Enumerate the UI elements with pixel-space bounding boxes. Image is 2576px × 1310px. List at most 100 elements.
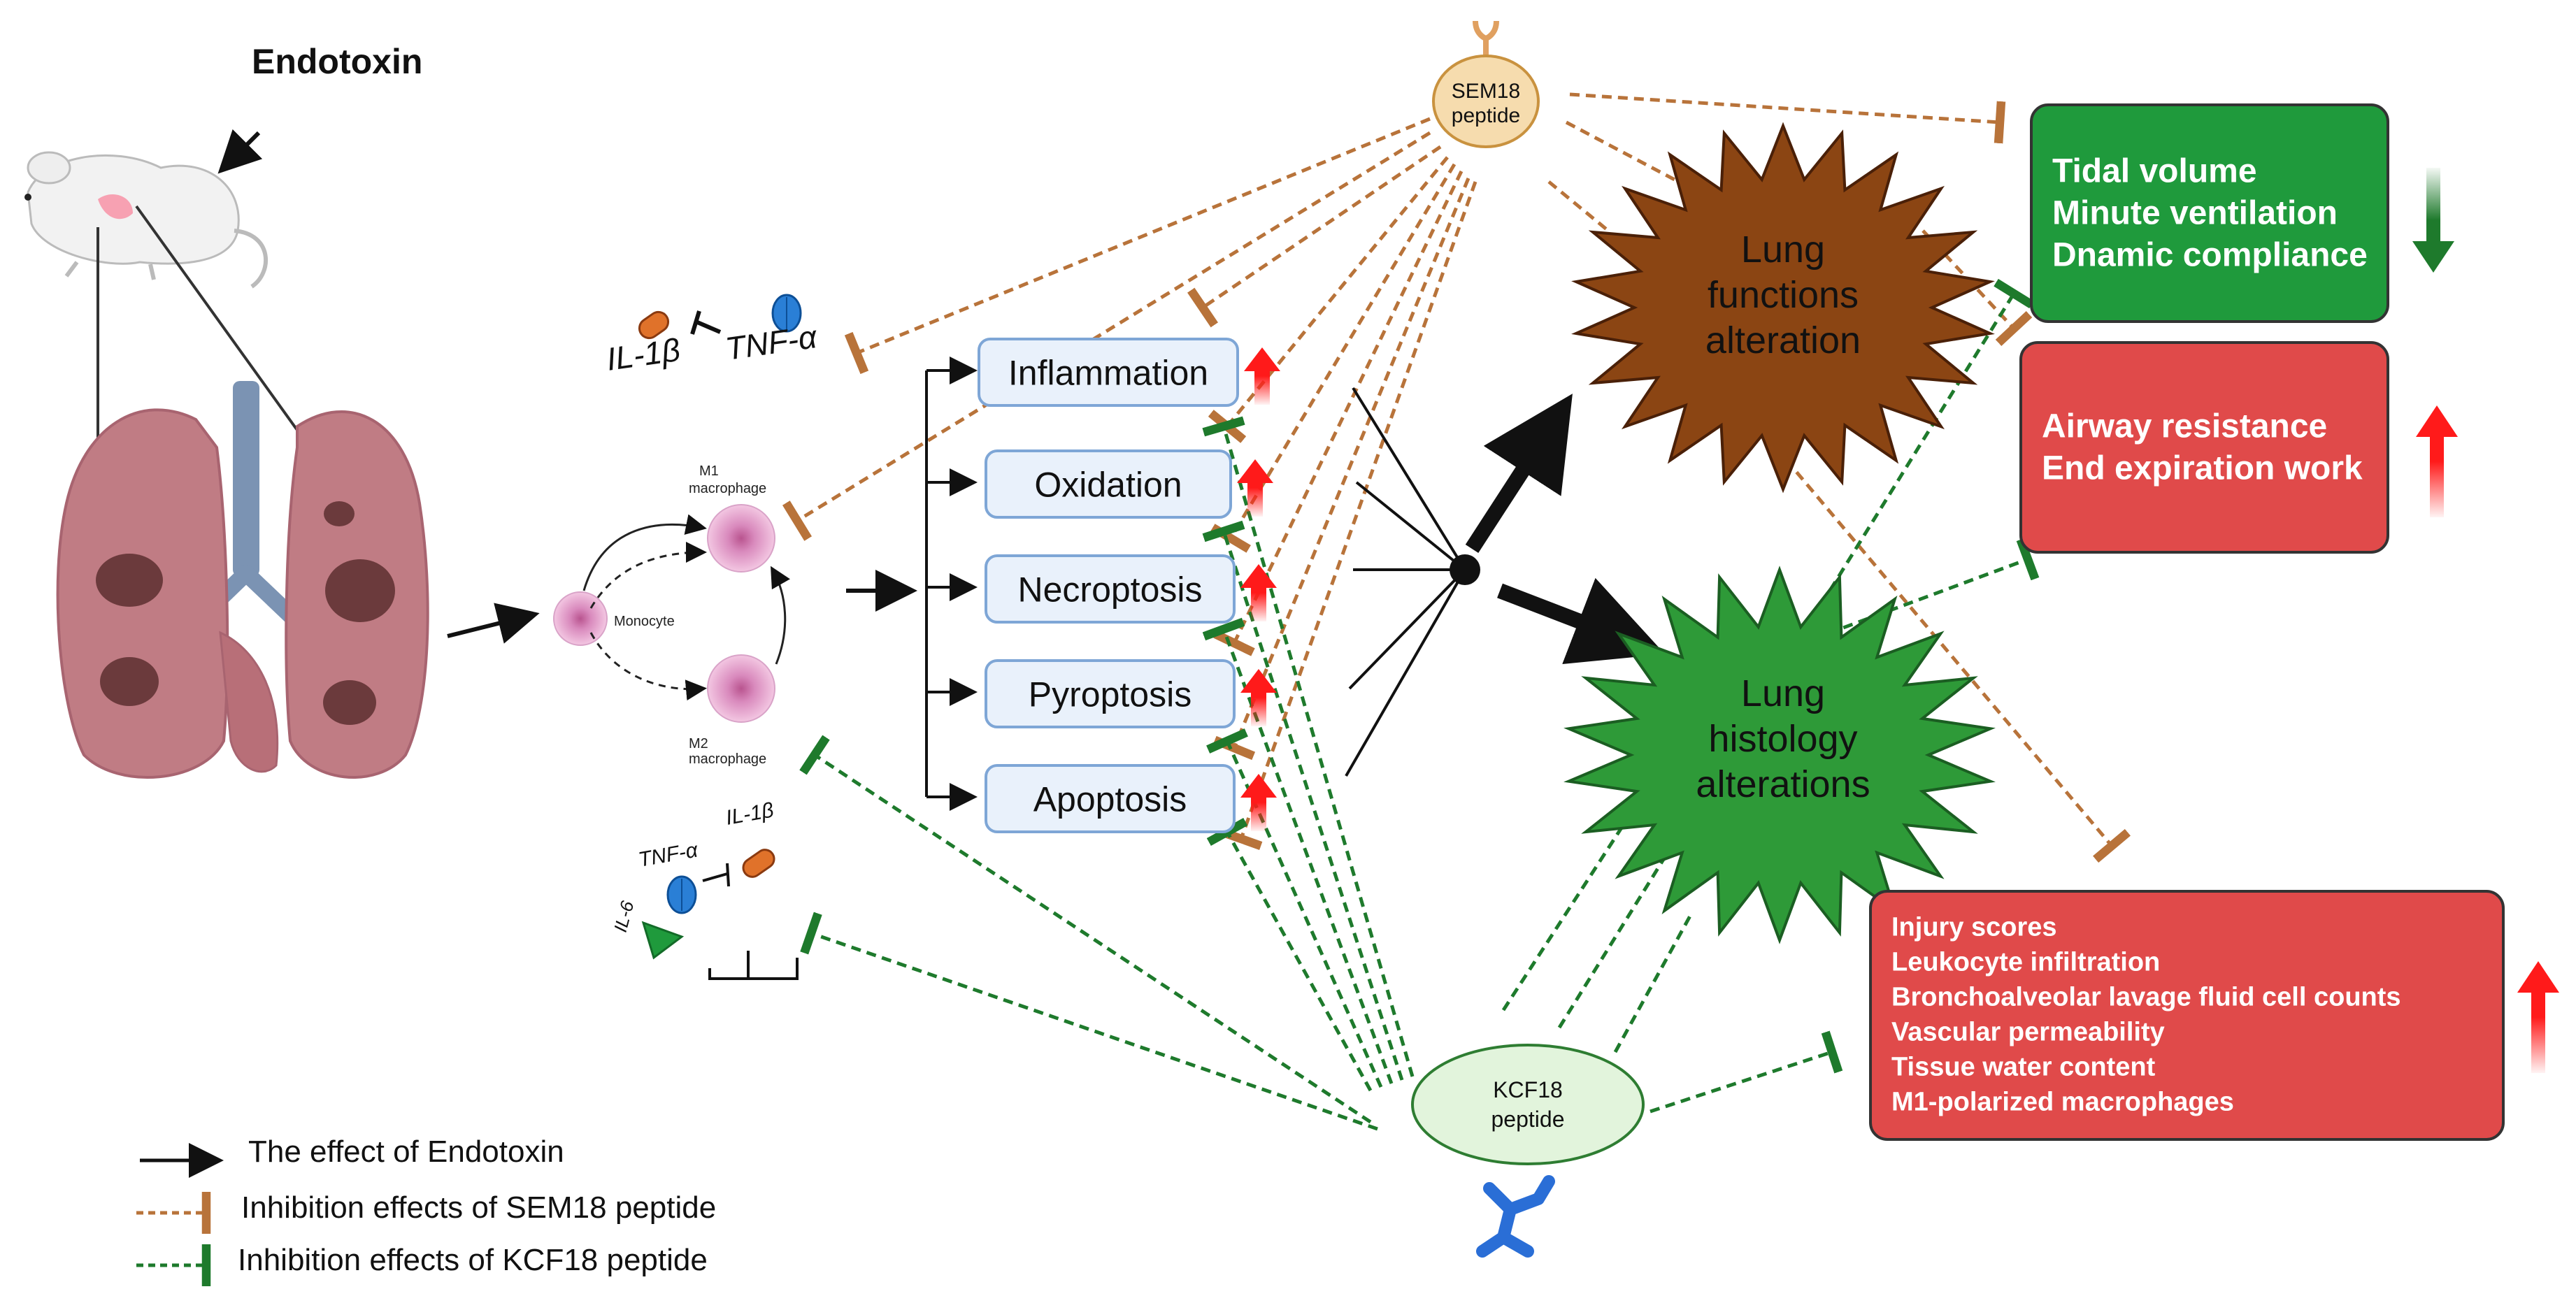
up-arrow-icon — [1240, 564, 1277, 621]
il1b-tnfa-inhibition — [690, 310, 722, 335]
sem18-peptide: SEM18 peptide — [1432, 20, 1540, 148]
outcome-line: Vascular permeability — [1891, 1018, 2165, 1047]
outcome-line: Tidal volume — [2052, 153, 2257, 190]
monocyte-label: Monocyte — [614, 614, 675, 629]
endotoxin-stimulus: Endotoxin — [217, 42, 422, 174]
legend-sem18-label: Inhibition effects of SEM18 peptide — [241, 1190, 716, 1225]
lung-histology-line2: histology — [1708, 718, 1857, 760]
process-box — [985, 449, 1232, 519]
endotoxin-label: Endotoxin — [252, 42, 422, 81]
kcf18-peptide: KCF18 peptide — [1411, 1044, 1645, 1258]
lung-functions-line2: functions — [1708, 274, 1859, 316]
tnfa-icon — [771, 294, 802, 333]
mouse-to-lung-line-right — [135, 205, 316, 456]
tnfa-label-bottom: TNF-α — [636, 838, 700, 871]
outcome-box-bg — [2019, 341, 2389, 554]
convergence-lines — [1345, 387, 1466, 777]
outcome-line: End expiration work — [2042, 450, 2363, 487]
up-arrow-icon — [1240, 669, 1277, 726]
lung-to-monocyte-arrow — [447, 603, 540, 644]
lung-functions-line3: alteration — [1705, 319, 1861, 361]
outcome-box-bg — [1869, 890, 2505, 1141]
process-oxidation: Oxidation — [985, 449, 1273, 519]
tnfa-icon-bottom — [666, 875, 697, 914]
tnfa-il1b-inhibition — [702, 863, 730, 887]
process-pyroptosis: Pyroptosis — [985, 659, 1277, 728]
sem18-label-line2: peptide — [1452, 104, 1520, 127]
process-apoptosis: Apoptosis — [985, 764, 1277, 833]
polarization-arrows — [582, 514, 790, 701]
cytokines-bottom: TNF-α IL-1β IL-6 — [610, 798, 799, 980]
outcome-line: M1-polarized macrophages — [1891, 1088, 2234, 1117]
processes: InflammationOxidationNecroptosisPyroptos… — [978, 338, 1280, 833]
tnfa-label-top: TNF-α — [723, 318, 820, 367]
outcome-line: Minute ventilation — [2052, 195, 2338, 232]
lung-histology-line1: Lung — [1741, 672, 1825, 714]
kcf18-label-line1: KCF18 — [1493, 1077, 1563, 1102]
process-label: Apoptosis — [1033, 780, 1187, 819]
up-arrow-icon — [1244, 347, 1280, 405]
up-arrow-icon — [2416, 405, 2458, 517]
cytokines-top: IL-1β TNF-α — [604, 294, 820, 377]
kcf18-label-line2: peptide — [1491, 1107, 1565, 1132]
process-inflammation: Inflammation — [978, 338, 1280, 407]
lung-functions-line1: Lung — [1741, 229, 1825, 271]
cytokine-inhibition-bracket — [708, 951, 799, 980]
mouse-illustration — [24, 151, 268, 289]
process-label: Inflammation — [1008, 354, 1208, 393]
il6-label: IL-6 — [610, 898, 638, 935]
il6-icon — [641, 921, 685, 960]
m1-label-line2: macrophage — [689, 481, 766, 496]
kcf18-molecule-icon — [1476, 1175, 1555, 1258]
m2-macrophage-cell: M2 macrophage — [689, 654, 775, 767]
outcome-line: Leukocyte infiltration — [1891, 948, 2160, 977]
process-necroptosis: Necroptosis — [985, 554, 1277, 624]
process-box — [985, 659, 1236, 728]
down-arrow-icon — [2412, 168, 2454, 273]
m1-label-line1: M1 — [699, 463, 719, 479]
lungs-illustration — [56, 381, 429, 779]
lung-functions-alteration: Lung functions alteration — [1571, 122, 1995, 494]
convergence-node — [1450, 554, 1480, 585]
lung-histology-alterations: Lung histology alterations — [1564, 566, 1996, 944]
outcome-line: Airway resistance — [2042, 408, 2327, 445]
il1b-label-bottom: IL-1β — [724, 798, 775, 829]
up-arrow-icon — [2517, 961, 2559, 1073]
outcome-line: Bronchoalveolar lavage fluid cell counts — [1891, 983, 2401, 1012]
sem18-label-line1: SEM18 — [1452, 80, 1520, 103]
legend-kcf18-label: Inhibition effects of KCF18 peptide — [238, 1243, 708, 1277]
up-arrow-icon — [1237, 459, 1273, 517]
process-box — [985, 554, 1236, 624]
process-tree — [925, 357, 978, 811]
arrow-to-lung-functions — [1465, 394, 1573, 553]
legend-endotoxin-label: The effect of Endotoxin — [248, 1135, 564, 1169]
process-box — [985, 764, 1236, 833]
endotoxin-arrow — [217, 129, 263, 174]
outcome-line: Tissue water content — [1891, 1053, 2156, 1082]
lung-histology-line3: alterations — [1696, 763, 1870, 805]
arrow-to-lung-histology — [1497, 577, 1666, 665]
outcome-box-bg — [2030, 103, 2389, 323]
process-label: Oxidation — [1034, 466, 1182, 505]
monocyte-cell: Monocyte — [553, 591, 675, 646]
il1b-icon-bottom — [742, 849, 775, 878]
process-label: Necroptosis — [1018, 570, 1203, 610]
sem18-receptor-icon — [1473, 20, 1499, 59]
il1b-label-top: IL-1β — [604, 331, 682, 377]
process-label: Pyroptosis — [1029, 675, 1192, 714]
outcome-line: Injury scores — [1891, 913, 2057, 942]
m1-macrophage-cell: M1 macrophage — [689, 463, 775, 573]
process-box — [978, 338, 1239, 407]
il1b-icon — [638, 310, 670, 340]
up-arrow-icon — [1240, 774, 1277, 831]
m2-label-line2: macrophage — [689, 751, 766, 767]
outcome-line: Dnamic compliance — [2052, 237, 2368, 274]
m2-label-line1: M2 — [689, 736, 708, 751]
legend: The effect of Endotoxin Inhibition effec… — [136, 1135, 716, 1286]
